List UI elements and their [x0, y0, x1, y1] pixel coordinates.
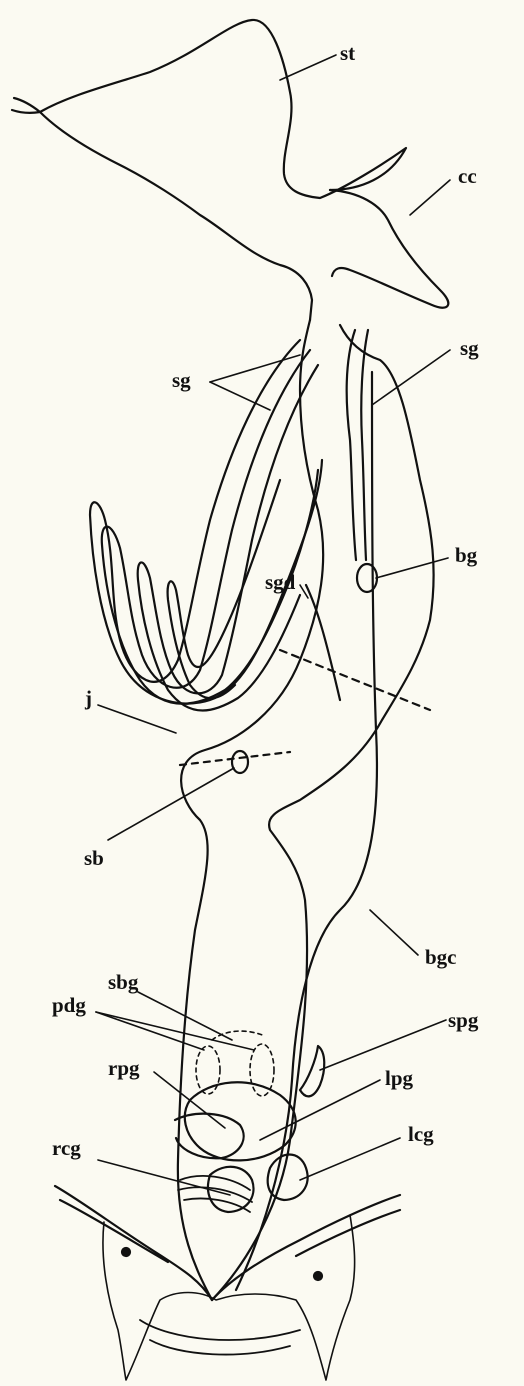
right-eye-spot [314, 1272, 322, 1280]
rcg-gland [208, 1167, 253, 1212]
pharynx-ring [185, 1082, 296, 1160]
pdg-left-dashed [250, 1044, 274, 1096]
left-eye-spot [122, 1248, 130, 1256]
mouthparts [140, 1320, 300, 1355]
leader-sb [108, 768, 234, 840]
leader-sg-right [372, 350, 450, 405]
label-bg: bg [455, 545, 477, 566]
sbg-dashed [212, 1031, 265, 1040]
leader-lines [96, 55, 450, 1195]
leader-spg [320, 1020, 446, 1070]
leader-rpg [154, 1072, 225, 1128]
label-bgc: bgc [425, 947, 457, 968]
leader-sg-left-a [210, 355, 300, 382]
label-rpg: rpg [108, 1058, 140, 1079]
leader-lcg [300, 1138, 400, 1180]
leader-bgc [370, 910, 418, 955]
sgd-duct [306, 585, 340, 700]
lcg-gland [268, 1155, 308, 1201]
salivary-gland-right [347, 330, 368, 560]
crop-caecum [330, 190, 448, 308]
label-rcg: rcg [52, 1138, 81, 1159]
stomach-tip [12, 98, 40, 113]
bgc-tube [236, 372, 377, 1290]
label-pdg: pdg [52, 995, 86, 1016]
sb-bulb [232, 751, 248, 773]
dashed-line-upper [280, 650, 430, 710]
label-sgd: sgd [265, 572, 295, 593]
label-spg: spg [448, 1010, 478, 1031]
gut-right-wall [212, 325, 434, 1300]
leader-lpg [260, 1080, 380, 1140]
spg-gland [300, 1046, 324, 1096]
label-st: st [340, 43, 355, 64]
leader-sg-left-b [210, 382, 270, 410]
label-sg-left: sg [172, 370, 191, 391]
salivary-gland-coil-mid [102, 350, 318, 704]
label-cc: cc [458, 166, 477, 187]
leader-pdg-b [96, 1012, 254, 1050]
label-lpg: lpg [385, 1068, 413, 1089]
leader-st [280, 55, 336, 80]
leader-j [98, 705, 176, 733]
leader-bg [376, 558, 448, 578]
bg-bulb [357, 564, 377, 592]
salivary-gland-coil-inner [138, 365, 318, 711]
label-sb: sb [84, 848, 104, 869]
label-sg-right: sg [460, 338, 479, 359]
leader-cc [410, 180, 450, 215]
label-sbg: sbg [108, 972, 138, 993]
label-j: j [85, 688, 92, 709]
label-lcg: lcg [408, 1124, 434, 1145]
